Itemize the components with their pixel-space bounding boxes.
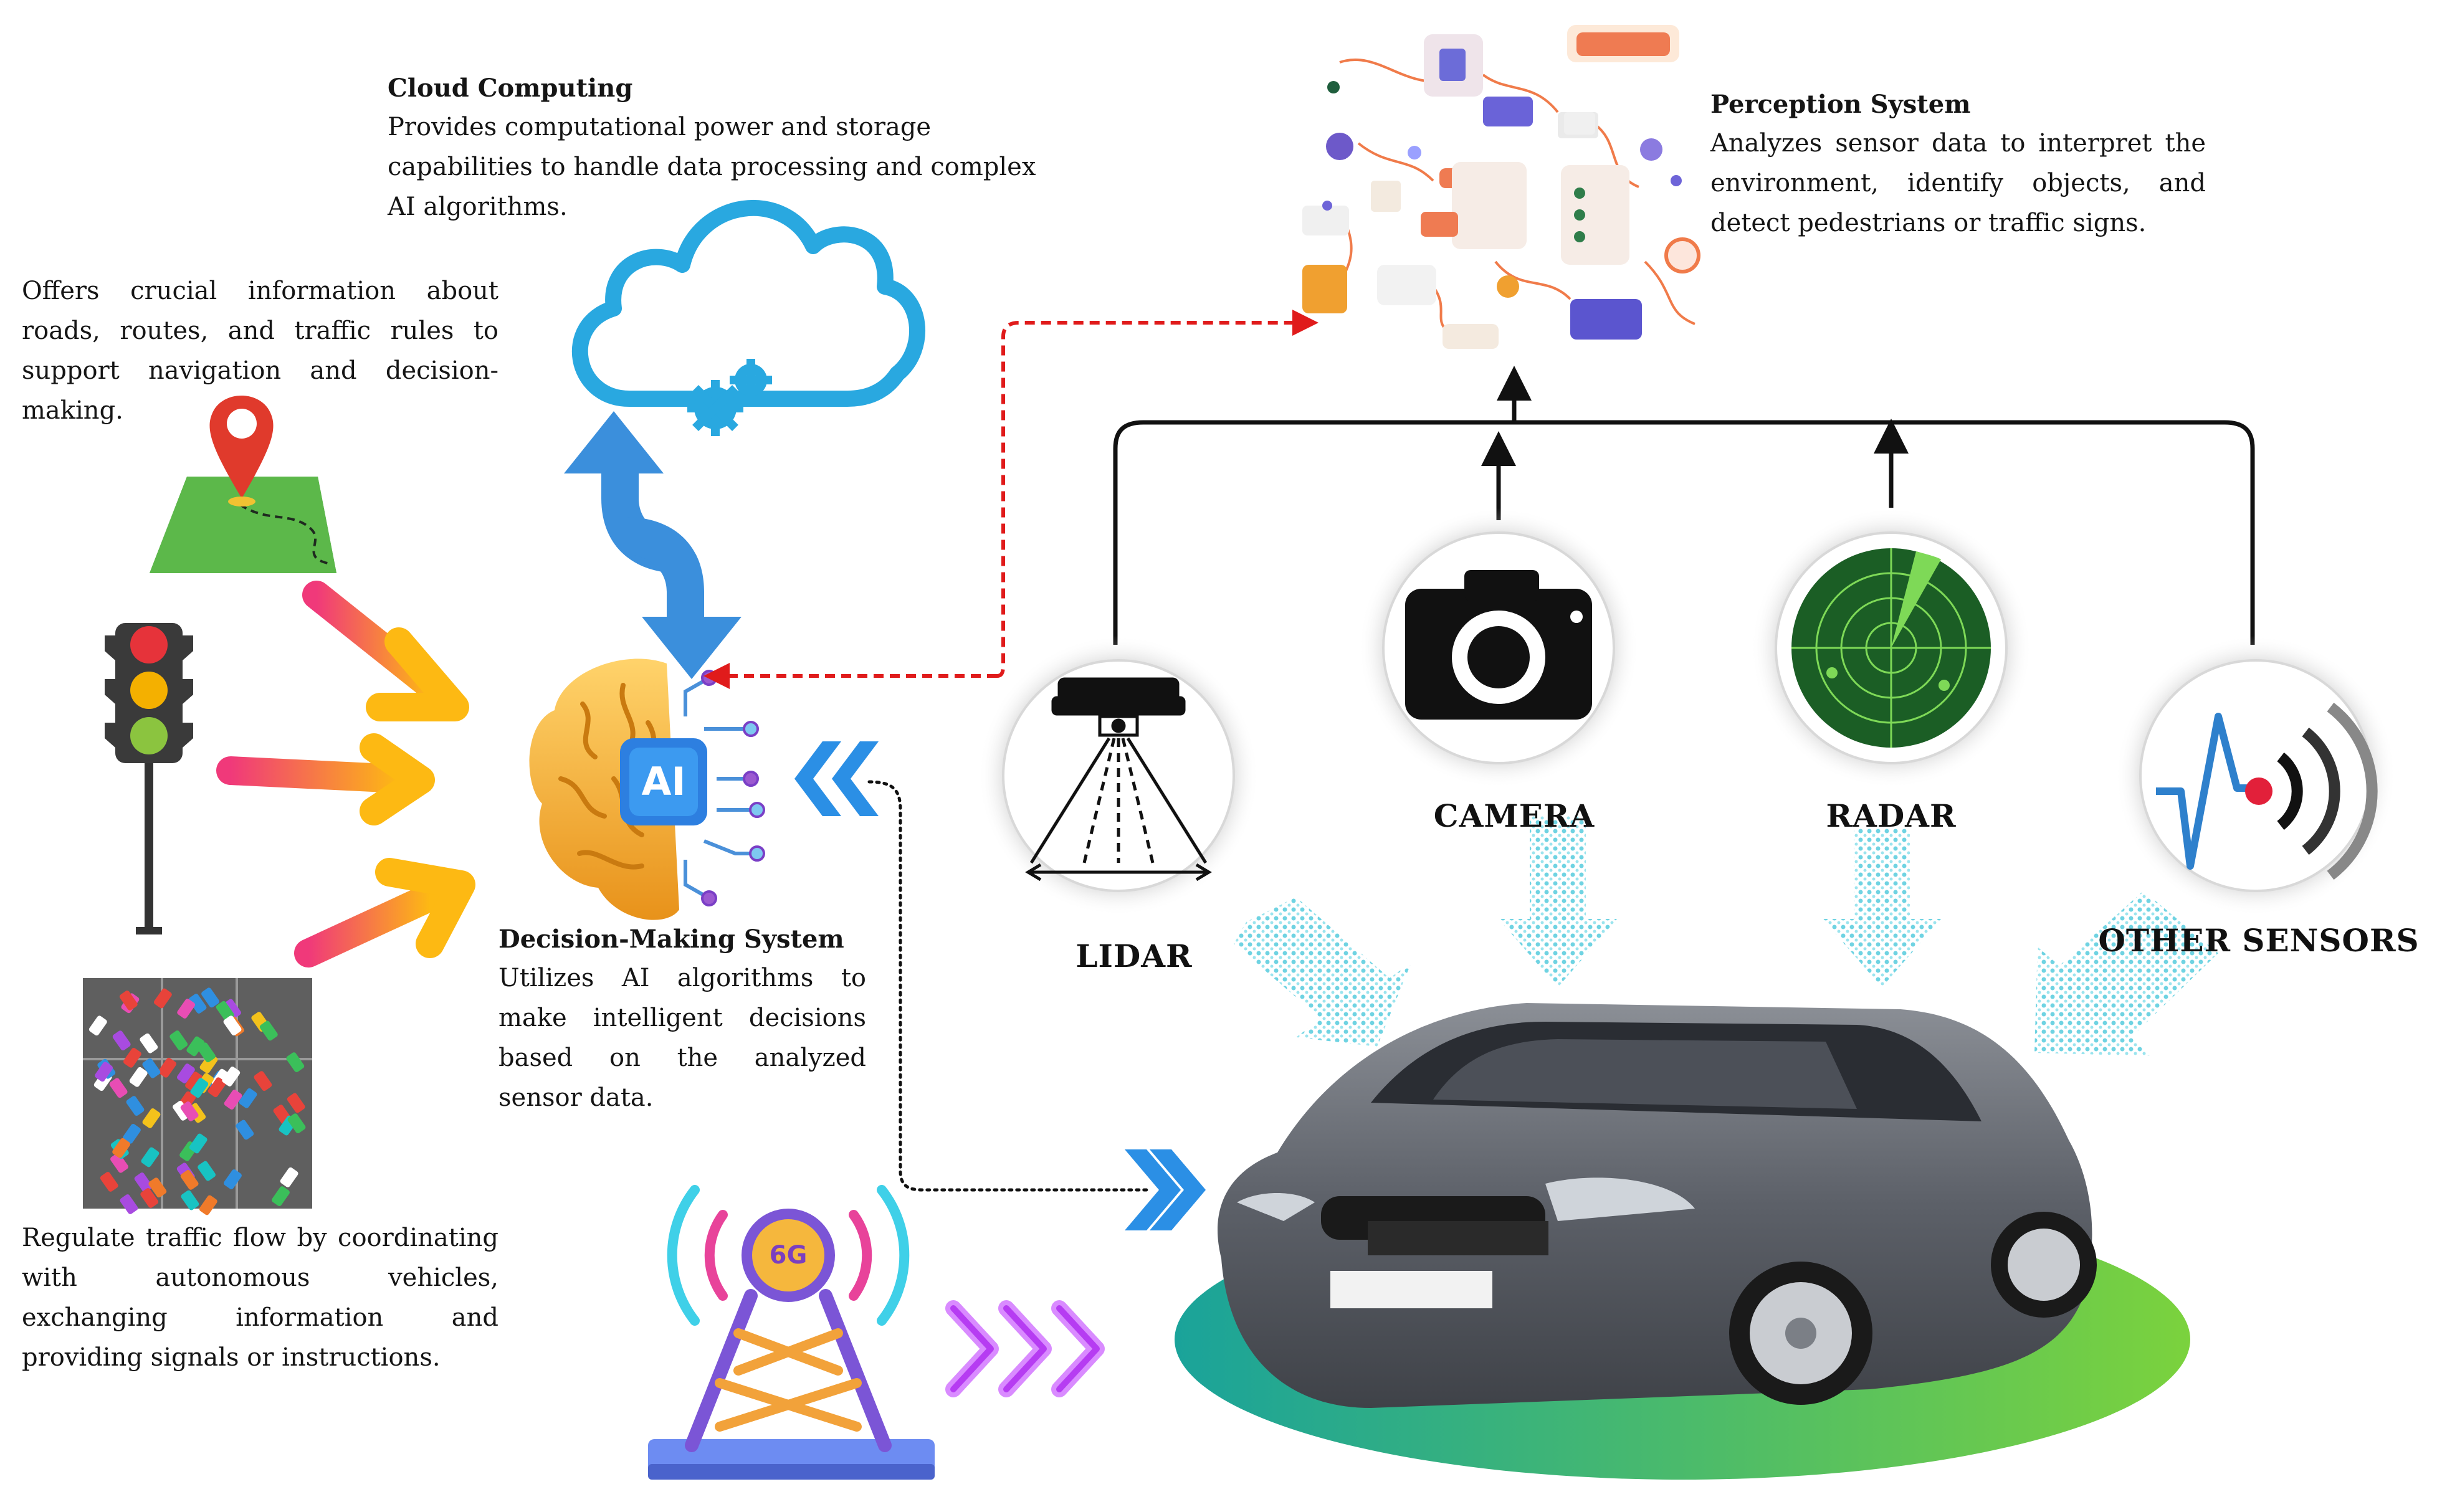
sync-arrows-icon [564, 411, 742, 679]
jam-car [201, 987, 219, 1008]
arrow-light-to-brain [216, 733, 435, 825]
lidar-icon [1025, 677, 1212, 882]
jam-car [112, 1030, 131, 1051]
maps-description: Offers crucial information about roads, … [22, 277, 498, 425]
jam-car [120, 1194, 138, 1214]
jam-car [180, 1101, 199, 1121]
sensor-label-radar: RADAR [1826, 797, 1957, 834]
jam-car [100, 1172, 118, 1192]
jam-car [280, 1167, 298, 1187]
car-image [1175, 1003, 2190, 1480]
jam-car [140, 1033, 158, 1053]
jam-car [239, 1088, 257, 1108]
other-sensors-icon [2156, 702, 2378, 880]
jam-car [134, 1172, 153, 1192]
jam-car [123, 1124, 141, 1144]
jam-car [109, 1078, 128, 1098]
jam-car [254, 1071, 272, 1091]
camera-icon [1405, 570, 1592, 720]
cloud-description: Provides computational power and storage… [388, 113, 1036, 221]
arrow-traffic-to-brain [294, 858, 475, 968]
jam-car [190, 1078, 209, 1098]
decision-description: Utilizes AI algorithms to make intellige… [498, 964, 866, 1112]
sensor-circles [978, 508, 2396, 916]
jam-car [112, 1138, 131, 1158]
jam-car [88, 1015, 107, 1036]
dotted-connector [867, 780, 1148, 1192]
perception-title: Perception System [1710, 90, 1971, 119]
jam-car [198, 1042, 216, 1063]
jam-car [180, 1170, 199, 1190]
jam-car [169, 1030, 188, 1050]
jam-car [140, 1188, 159, 1208]
jam-car [95, 1062, 113, 1082]
jam-car [141, 1147, 160, 1167]
jam-car [153, 988, 172, 1009]
jam-car [123, 1048, 141, 1068]
car-link-chevrons-icon [1125, 1149, 1206, 1230]
traffic-light-icon [105, 623, 193, 934]
jam-car [272, 1186, 290, 1206]
decision-title: Decision-Making System [498, 925, 844, 954]
jam-car [126, 1096, 145, 1116]
jam-car [223, 999, 241, 1019]
jam-car [224, 1090, 242, 1110]
jam-car [181, 1190, 199, 1210]
jam-car [287, 1093, 305, 1113]
sensor-label-lidar: LIDAR [1075, 938, 1193, 974]
jam-car [110, 1153, 128, 1173]
jam-car [158, 1057, 177, 1078]
jam-car [224, 1169, 242, 1189]
jam-car [186, 1036, 205, 1057]
ai-chip-label: AI [641, 759, 686, 804]
jam-car [176, 1063, 195, 1083]
traffic-description: Regulate traffic flow by coordinating wi… [22, 1224, 498, 1372]
arrow-map-to-brain [302, 581, 469, 721]
input-arrows [216, 581, 475, 968]
outgoing-chevrons-icon [945, 1300, 1105, 1397]
jam-car [185, 1072, 203, 1091]
jam-car [259, 1020, 278, 1041]
traffic-jam-image [83, 978, 312, 1215]
jam-car [188, 994, 207, 1014]
jam-car [129, 1067, 148, 1087]
sensor-to-car-arrows [1234, 816, 2218, 1056]
perception-description: Analyzes sensor data to interpret the en… [1710, 129, 2206, 237]
red-dashed-connector-up [996, 310, 1319, 678]
jam-car [119, 991, 138, 1010]
jam-car [222, 1067, 241, 1086]
jam-car [236, 1120, 254, 1140]
tower-6g-icon [648, 1185, 935, 1480]
incoming-chevrons-icon [794, 741, 879, 816]
perception-collage [1302, 25, 1700, 349]
jam-car [223, 1015, 242, 1036]
jam-car [142, 1108, 161, 1128]
sensor-label-camera: CAMERA [1433, 797, 1595, 834]
tower-badge: 6G [769, 1241, 808, 1270]
jam-car [148, 1177, 167, 1198]
sensor-label-other: OTHER SENSORS [2098, 922, 2420, 959]
cloud-title: Cloud Computing [388, 74, 633, 103]
radar-icon [1791, 548, 1991, 748]
map-location-icon [150, 396, 336, 573]
cloud-icon [571, 199, 925, 436]
jam-car [287, 1113, 306, 1134]
jam-car [286, 1052, 305, 1072]
jam-car [216, 1001, 234, 1021]
ai-brain-icon [529, 659, 765, 920]
jam-car [142, 1058, 161, 1078]
jam-car [177, 999, 196, 1019]
jam-car [199, 1195, 217, 1215]
jam-car [207, 1077, 226, 1098]
sensor-bus [1113, 366, 2255, 645]
jam-car [189, 1133, 207, 1154]
jam-car [198, 1161, 216, 1181]
